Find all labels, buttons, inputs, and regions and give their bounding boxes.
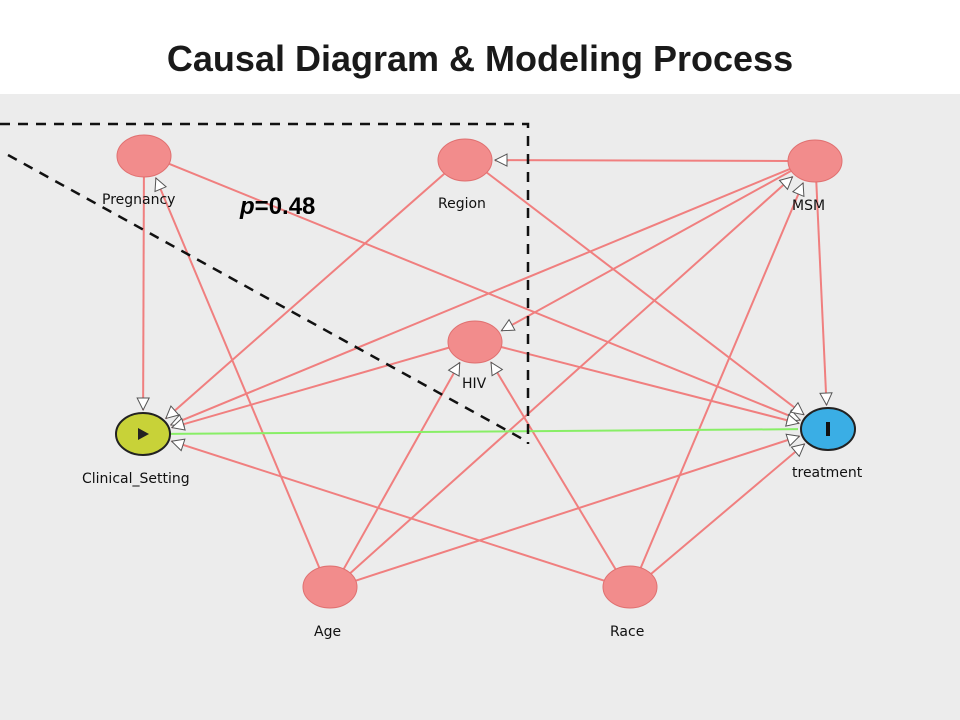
causal-diagram: Pregnancy Region MSM HIV Clinical_Setting tre… [0,122,863,640]
age-ellipse[interactable] [302,565,358,609]
edge-region-to-clinical_setting [166,172,446,420]
edge-msm-to-clinical_setting [171,167,791,425]
clinical-setting-label: Clinical_Setting [82,471,190,487]
pregnancy-ellipse[interactable] [116,134,172,178]
edge-age-to-pregnancy [156,178,321,569]
hiv-label: HIV [462,376,487,392]
edge-race-to-clinical_setting [172,441,605,582]
region-label: Region [438,196,486,212]
nodes-layer: Pregnancy Region MSM HIV Clinical_Setting tre… [82,134,863,640]
node-region[interactable]: Region [437,138,493,212]
node-msm[interactable]: MSM [787,139,843,214]
node-race[interactable]: Race [602,565,658,640]
edge-pregnancy-to-treatment [168,162,800,420]
edge-race-to-msm [639,183,803,569]
dashed-box-outline [0,122,530,444]
slide-title: Causal Diagram & Modeling Process [166,38,794,79]
treatment-label: treatment [792,465,863,481]
p-value-annotation: p=0.48 [239,193,315,220]
p-value-number: =0.48 [255,193,316,220]
edge-race-to-hiv [490,362,617,570]
edge-age-to-treatment [355,436,800,582]
diagram-panel: Pregnancy Region MSM HIV Clinical_Setting tre… [0,94,960,720]
msm-ellipse[interactable] [787,139,843,183]
edge-msm-to-hiv [501,169,792,332]
edge-pregnancy-to-clinical_setting [143,176,144,410]
hiv-ellipse[interactable] [447,320,503,364]
edge-age-to-msm [349,177,792,574]
edge-msm-to-region [495,160,789,161]
node-treatment[interactable]: treatment [792,407,863,481]
edge-race-to-treatment [650,443,804,575]
edge-hiv-to-clinical_setting [172,346,450,428]
region-ellipse[interactable] [437,138,493,182]
edge-msm-to-treatment [815,181,826,405]
bar-icon [826,422,830,436]
pregnancy-label: Pregnancy [102,192,175,208]
race-ellipse[interactable] [602,565,658,609]
edge-region-to-treatment [486,171,804,416]
play-icon [138,428,149,440]
edge-clinical_setting-to-treatment [169,428,799,435]
node-age[interactable]: Age [302,565,358,640]
msm-label: MSM [792,198,825,214]
race-label: Race [610,624,644,640]
dashed-diagonal-line [7,153,529,444]
edge-hiv-to-treatment [500,346,799,423]
node-pregnancy[interactable]: Pregnancy [102,134,175,208]
edge-age-to-hiv [342,363,461,570]
edges-layer [143,160,826,582]
age-label: Age [314,624,341,640]
node-hiv[interactable]: HIV [447,320,503,392]
p-value-symbol: p [239,193,255,220]
selection-boundary [0,122,530,444]
node-clinical-setting[interactable]: Clinical_Setting [82,412,190,487]
